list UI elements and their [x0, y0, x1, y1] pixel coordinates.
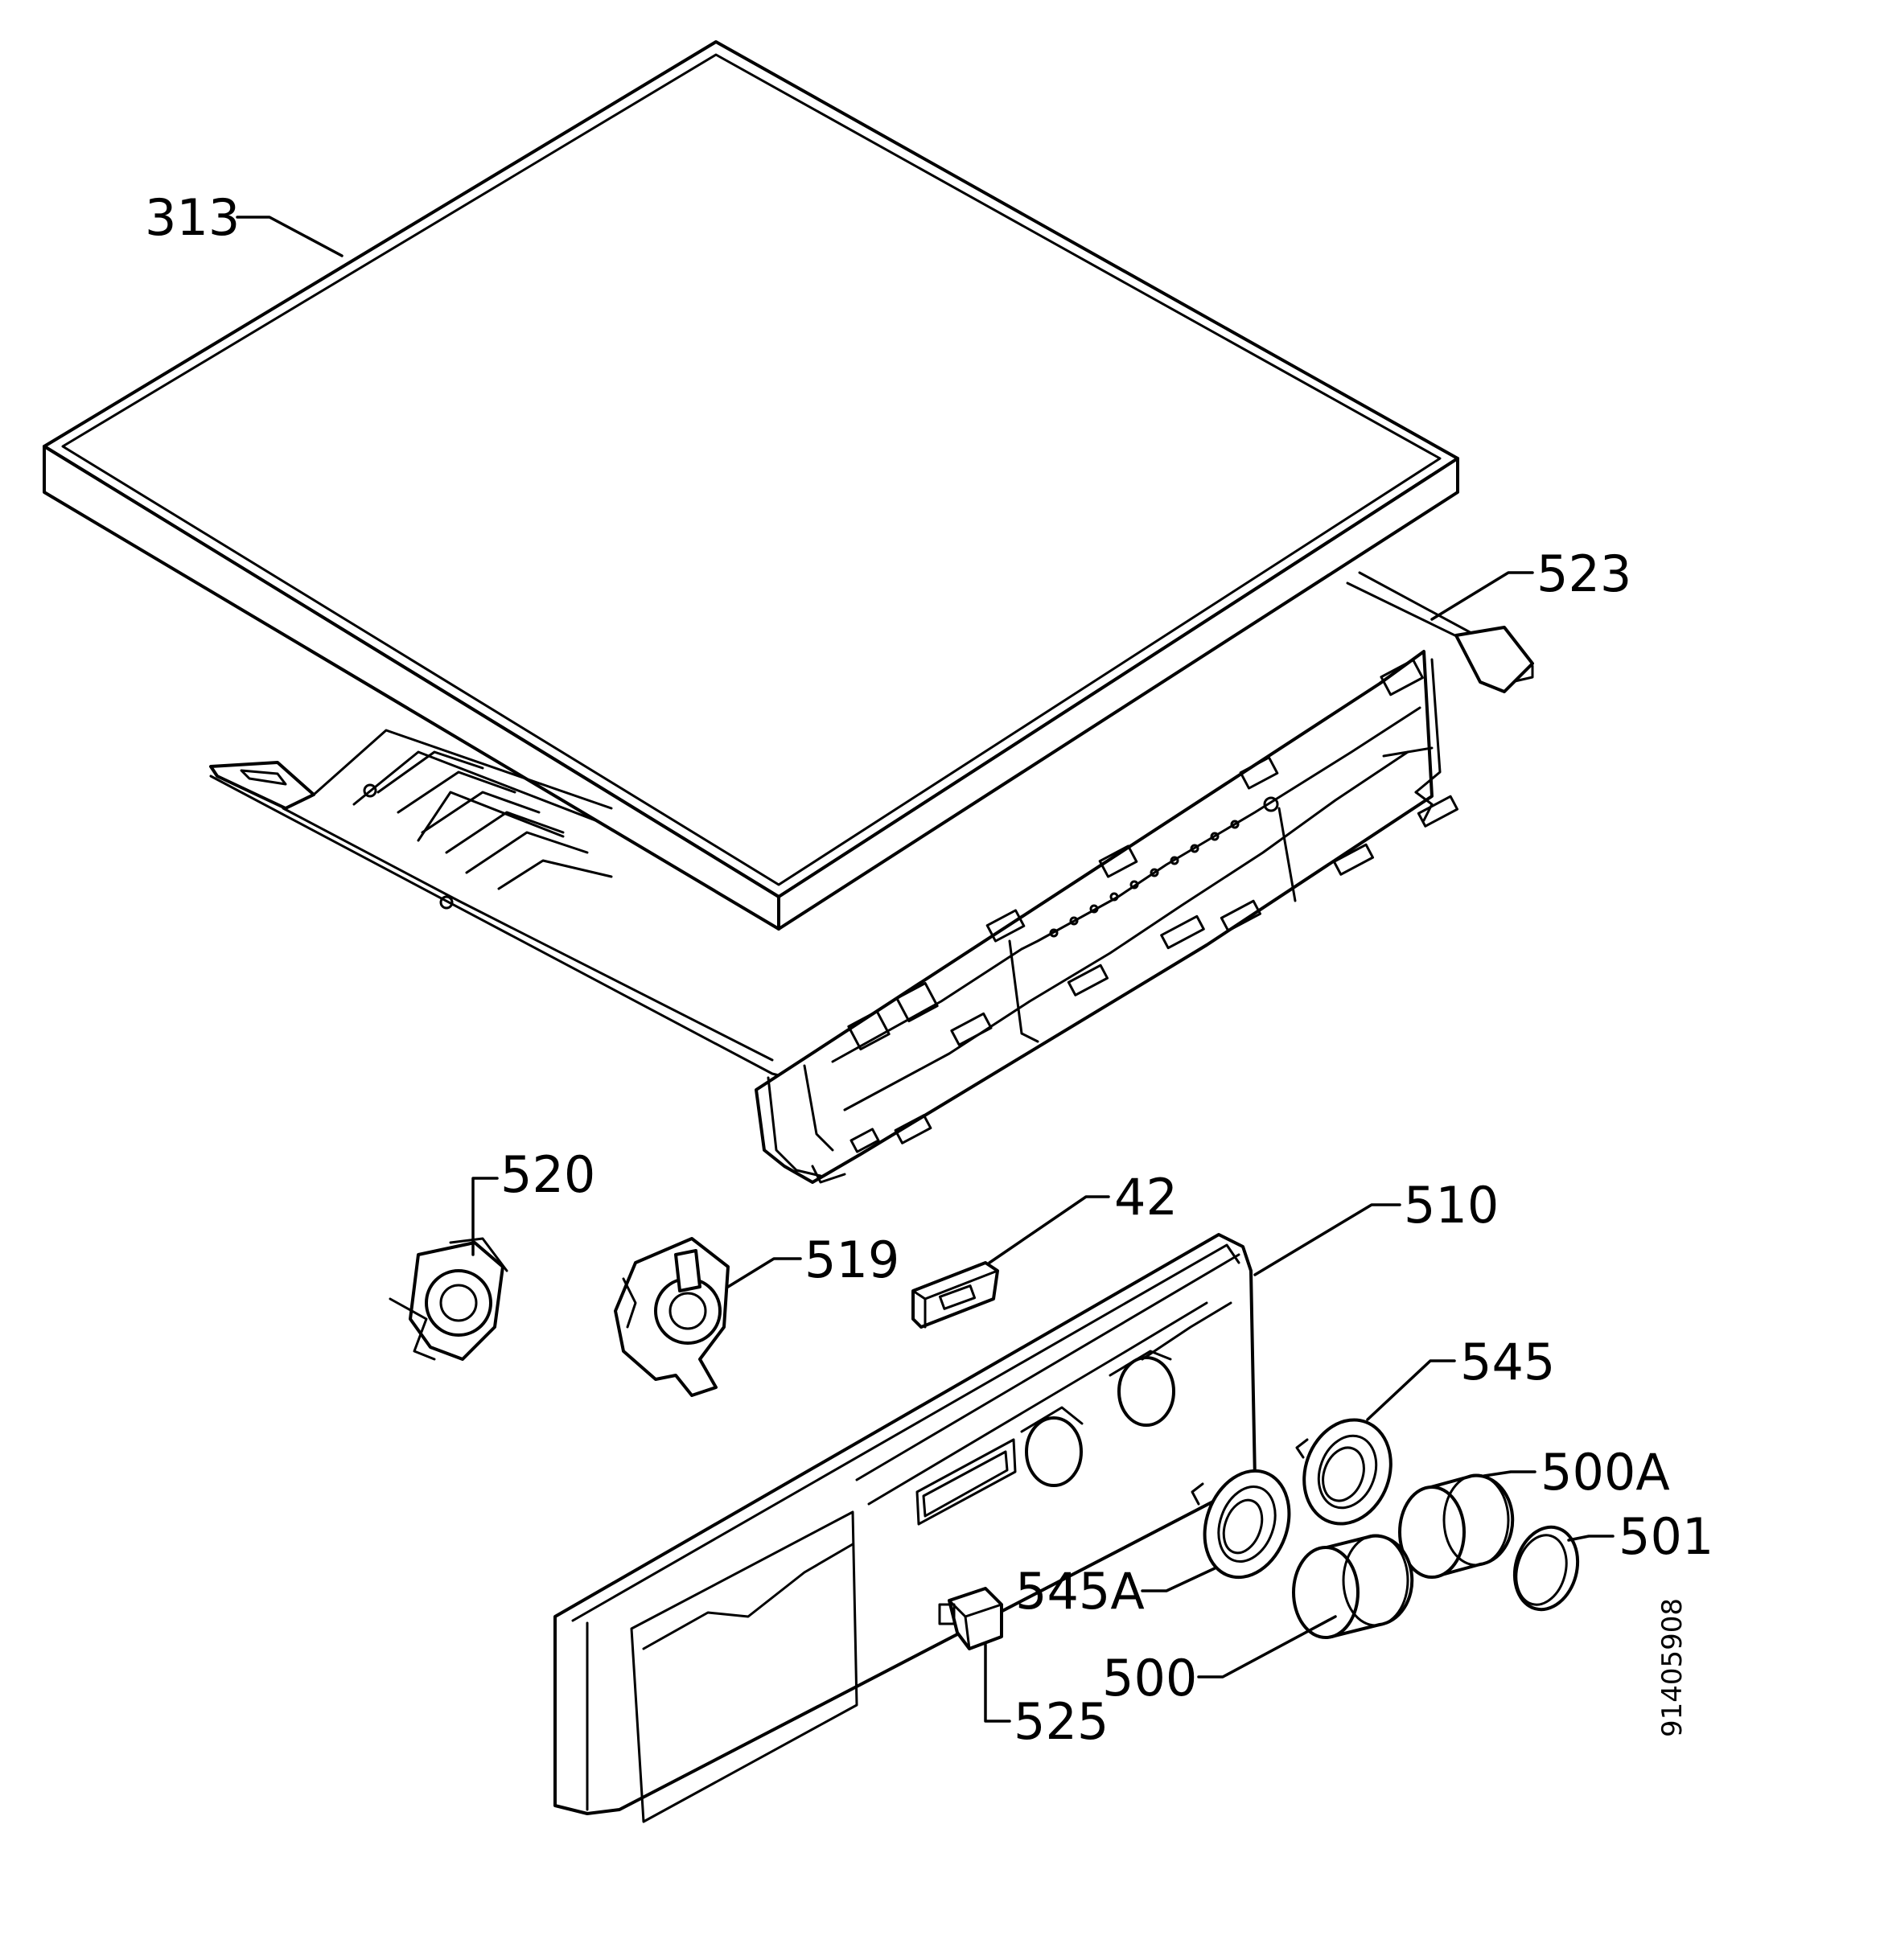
- leader-520: [471, 1177, 499, 1256]
- part-500a-knob: [1398, 1473, 1515, 1579]
- part-313-worktop: [43, 40, 1459, 931]
- leader-500: [1197, 1615, 1337, 1679]
- leader-545: [1366, 1359, 1456, 1421]
- label-545: 545: [1460, 1333, 1555, 1391]
- part-545a-knob-ring: [1191, 1469, 1291, 1580]
- label-523: 523: [1536, 544, 1631, 603]
- part-510-control-panel: [553, 1233, 1257, 1823]
- part-42-block: [911, 1261, 999, 1329]
- label-519: 519: [804, 1231, 899, 1289]
- label-520: 520: [500, 1145, 595, 1204]
- label-313: 313: [145, 188, 240, 247]
- drawing-number: 91405908: [1656, 1598, 1689, 1737]
- label-525: 525: [1014, 1692, 1109, 1751]
- leader-42: [988, 1195, 1110, 1264]
- part-519-rotary-switch: [614, 1237, 730, 1397]
- leader-523: [1430, 571, 1534, 621]
- leader-500a: [1483, 1470, 1536, 1477]
- part-545-knob-ring: [1295, 1418, 1393, 1526]
- leader-501: [1567, 1535, 1615, 1542]
- label-500a: 500A: [1541, 1443, 1670, 1502]
- label-500: 500: [1102, 1649, 1197, 1707]
- label-510: 510: [1404, 1176, 1499, 1235]
- leader-lines: [236, 216, 1615, 1723]
- leader-519: [726, 1257, 802, 1288]
- label-545a: 545A: [1015, 1562, 1145, 1621]
- part-500-knob: [1292, 1534, 1414, 1639]
- part-520-rotary-switch: [389, 1237, 508, 1361]
- label-42: 42: [1114, 1168, 1178, 1227]
- leader-313: [236, 216, 344, 257]
- callout-labels: 313 523 520 42 510 519 545 500A 501 545A…: [145, 188, 1713, 1751]
- leader-525: [984, 1643, 1011, 1723]
- label-501: 501: [1619, 1507, 1713, 1566]
- leader-545a: [1141, 1567, 1216, 1592]
- leader-510: [1253, 1203, 1401, 1276]
- part-523-panel-frame: [209, 571, 1534, 1184]
- part-501-knob-cap: [1512, 1525, 1580, 1612]
- part-525-switch: [938, 1587, 1003, 1650]
